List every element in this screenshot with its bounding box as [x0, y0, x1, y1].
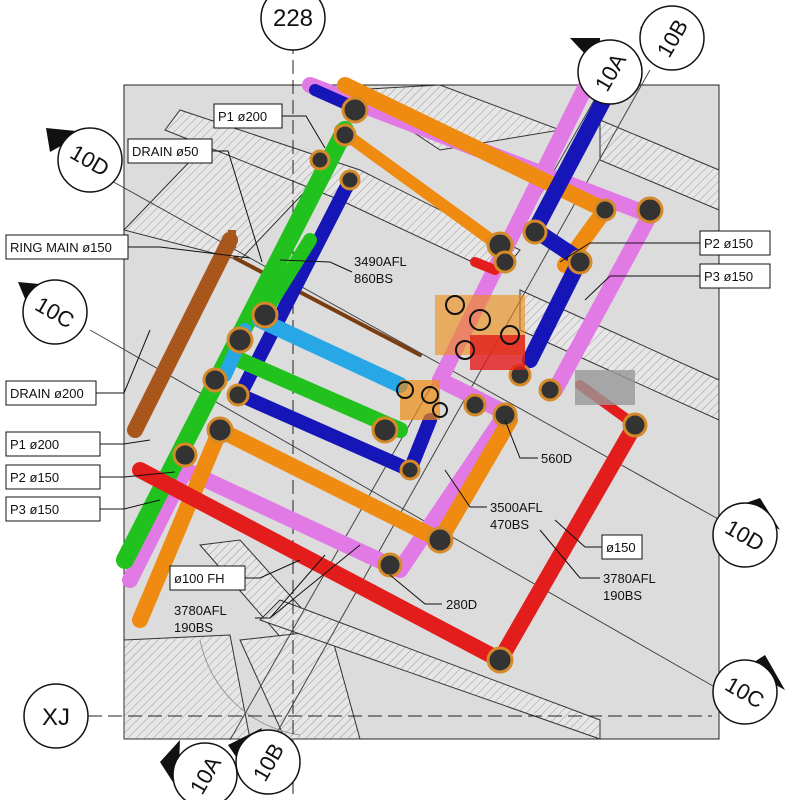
door-swing-arc — [199, 639, 301, 736]
section-marker-left-10d: 10D — [46, 127, 123, 193]
label-p3-right: P3 ø150 — [704, 269, 753, 284]
label-3780afl-right: 3780AFL — [603, 571, 656, 586]
label-p2-right: P2 ø150 — [704, 236, 753, 251]
label-drain-200: DRAIN ø200 — [10, 386, 84, 401]
valve-cluster — [228, 230, 635, 420]
label-3780afl-left: 3780AFL — [174, 603, 227, 618]
label-190bs-left: 190BS — [174, 620, 213, 635]
label-d150: ø150 — [606, 540, 636, 555]
label-860bs: 860BS — [354, 271, 393, 286]
label-p1-left: P1 ø200 — [10, 437, 59, 452]
section-marker-right-10c: 10C — [712, 655, 785, 725]
pipe-ring-main — [127, 232, 238, 438]
label-190bs-right: 190BS — [603, 588, 642, 603]
label-p2-left: P2 ø150 — [10, 470, 59, 485]
pipe-red-loop — [132, 462, 508, 668]
grid-228-text: 228 — [273, 5, 313, 32]
pipe-cyan — [252, 312, 408, 393]
label-p1-top: P1 ø200 — [218, 109, 267, 124]
grid-bubble-xj: XJ — [23, 683, 89, 749]
label-ring-main: RING MAIN ø150 — [10, 240, 112, 255]
label-470bs: 470BS — [490, 517, 529, 532]
label-fh-100: ø100 FH — [174, 571, 225, 586]
grid-bubble-228: 228 — [260, 0, 326, 51]
section-marker-left-10c: 10C — [18, 279, 88, 345]
grid-xj-text: XJ — [42, 704, 70, 731]
section-marker-right-10d: 10D — [712, 498, 780, 568]
label-280d: 280D — [446, 597, 477, 612]
leader-lines — [96, 115, 700, 619]
label-p3-left: P3 ø150 — [10, 502, 59, 517]
label-boxes — [5, 103, 771, 591]
section-marker-bottom-10b: 10B — [228, 728, 301, 795]
label-drain-50: DRAIN ø50 — [132, 144, 198, 159]
pipe-blue-top — [527, 80, 618, 238]
section-marker-top-10a: 10A — [570, 38, 643, 105]
fittings — [172, 96, 664, 674]
section-marker-bottom-10a: 10A — [160, 740, 238, 800]
label-3490afl: 3490AFL — [354, 254, 407, 269]
label-560d: 560D — [541, 451, 572, 466]
label-3500afl: 3500AFL — [490, 500, 543, 515]
labels: P1 ø200 DRAIN ø50 RING MAIN ø150 3490AFL… — [10, 109, 753, 635]
section-marker-top-10b: 10B — [639, 5, 705, 71]
